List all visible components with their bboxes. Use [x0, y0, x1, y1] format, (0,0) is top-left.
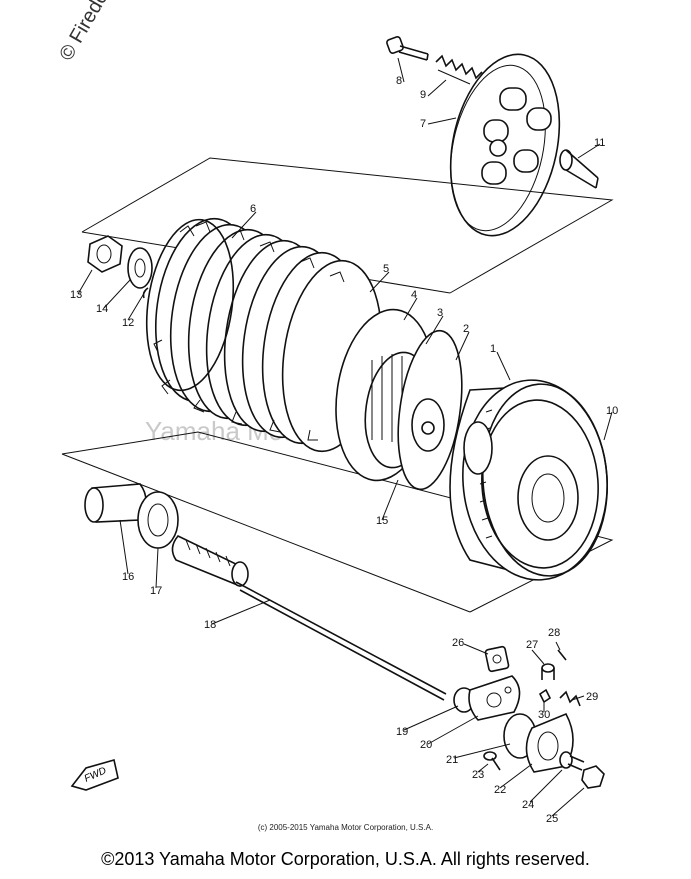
callout-10: 10 — [606, 405, 618, 417]
gear-part-2 — [397, 329, 463, 491]
callout-27: 27 — [526, 639, 538, 651]
pressure-plate-part-7 — [449, 53, 561, 237]
release-lever-part-20 — [468, 675, 521, 721]
callout-29: 29 — [586, 691, 598, 703]
spring-part-29 — [559, 690, 581, 707]
screw-part-24 — [559, 751, 585, 771]
callout-11: 11 — [594, 137, 605, 149]
callout-17: 17 — [150, 585, 162, 597]
bushing-part-16 — [84, 483, 147, 523]
small-copyright: (c) 2005-2015 Yamaha Motor Corporation, … — [257, 823, 434, 832]
push-rod-part-11 — [559, 149, 599, 189]
callout-9: 9 — [420, 89, 426, 101]
callout-19: 19 — [396, 726, 408, 738]
callout-22: 22 — [494, 784, 506, 796]
callout-28: 28 — [548, 627, 560, 639]
plate-series — [153, 217, 383, 453]
callout-21: 21 — [446, 754, 458, 766]
copyright-notice: ©2013 Yamaha Motor Corporation, U.S.A. A… — [101, 849, 590, 869]
ring-part-6 — [145, 218, 235, 392]
push-rod-part-18 — [235, 581, 447, 701]
callout-6: 6 — [250, 203, 256, 215]
clutch-plate-stack — [145, 217, 463, 491]
nut-part-25 — [581, 765, 605, 789]
callout-30: 30 — [538, 709, 550, 721]
callout-layer: 1 2 3 4 5 6 7 8 9 10 11 12 13 14 15 16 1… — [70, 57, 618, 825]
washer-part-17 — [137, 491, 179, 549]
callout-2: 2 — [463, 323, 469, 335]
pin-part-27 — [541, 663, 555, 680]
pin-part-28 — [557, 649, 567, 661]
clutch-housing-part-1 — [449, 379, 609, 581]
callout-18: 18 — [204, 619, 216, 631]
callout-23: 23 — [472, 769, 484, 781]
callout-4: 4 — [411, 289, 417, 301]
callout-15: 15 — [376, 515, 388, 527]
spring-part-9 — [435, 54, 483, 85]
nut-part-13 — [87, 235, 123, 273]
callout-24: 24 — [522, 799, 534, 811]
callout-20: 20 — [420, 739, 432, 751]
callout-3: 3 — [437, 307, 443, 319]
callout-7: 7 — [420, 118, 426, 130]
callout-1: 1 — [490, 343, 496, 355]
ball-part-30 — [538, 688, 552, 704]
watermark-top-left: © Firedog — [55, 0, 118, 64]
callout-25: 25 — [546, 813, 558, 825]
callout-16: 16 — [122, 571, 134, 583]
release-mechanism — [453, 645, 605, 789]
callout-5: 5 — [383, 263, 389, 275]
fwd-arrow-icon: FWD — [70, 758, 119, 791]
washer-part-14 — [127, 247, 153, 289]
primary-shaft — [171, 535, 249, 587]
block-part-26 — [484, 645, 510, 673]
callout-8: 8 — [396, 75, 402, 87]
callout-26: 26 — [452, 637, 464, 649]
callout-12: 12 — [122, 317, 134, 329]
pressure-plate-group — [386, 36, 599, 237]
screw-part-23 — [483, 751, 501, 771]
bolt-part-8 — [386, 36, 429, 61]
